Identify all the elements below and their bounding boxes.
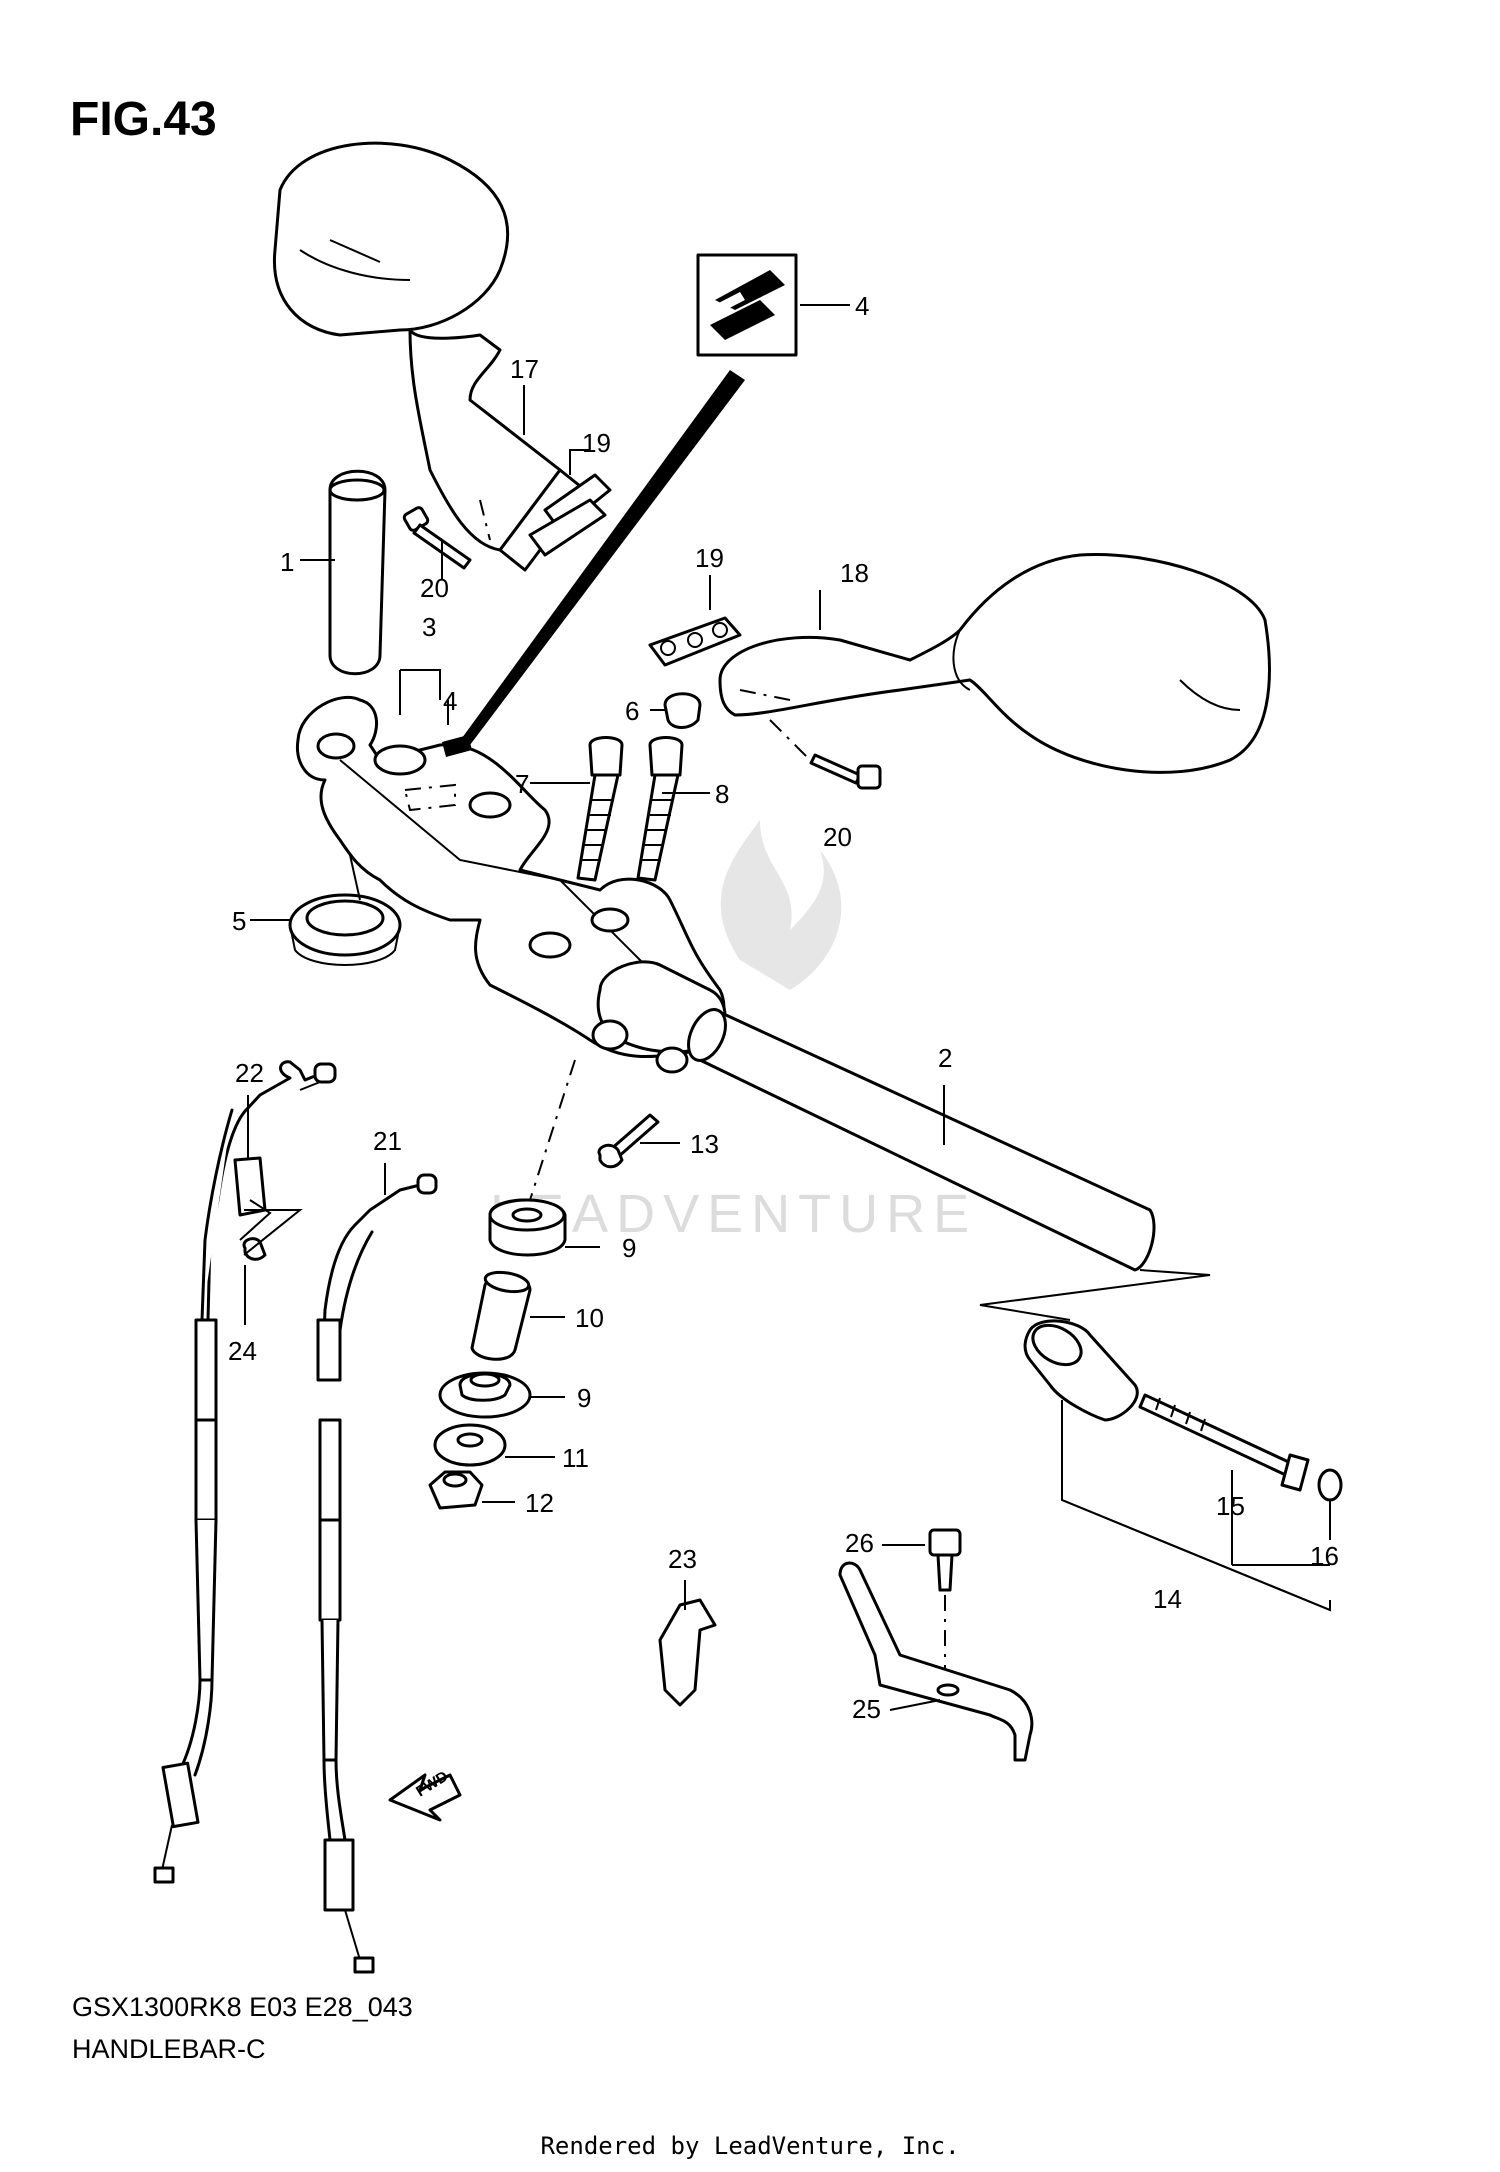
right-mirror-gasket [648,616,742,667]
callout-21: 21 [373,1126,402,1156]
leader-lines [243,304,1331,1711]
rubber-damper-upper [488,1198,567,1257]
callout-24: 24 [228,1336,257,1366]
callout-1: 1 [280,547,294,577]
spacer-collar [470,1270,532,1361]
callout-9-lower: 9 [577,1383,591,1413]
callout-26: 26 [845,1528,874,1558]
clamp-bolt [597,1113,660,1169]
callout-16: 16 [1310,1541,1339,1571]
left-mirror-gasket [528,473,612,557]
handlebar-break-line [979,1269,1211,1321]
callout-11: 11 [562,1443,589,1473]
top-bridge-bolt-1 [576,736,624,882]
cable-clamp [233,1156,272,1261]
damper-washer [433,1423,507,1467]
footer-credit: Rendered by LeadVenture, Inc. [540,2132,960,2160]
bar-end-washer [1317,1468,1343,1502]
right-mirror [718,552,1271,774]
cable-bracket [838,1561,1034,1762]
figure-title: FIG.43 [70,93,217,146]
callout-22: 22 [235,1058,264,1088]
left-mirror [272,141,587,572]
watermark: LEADVENTURE [490,820,977,1244]
callout-6: 6 [625,696,639,726]
small-emblem-decal [442,735,472,757]
throttle-cable-return [316,1173,438,1974]
suzuki-emblem-decal [696,253,798,357]
callout-18: 18 [840,558,869,588]
callout-17: 17 [510,354,539,384]
callout-2: 2 [938,1043,952,1073]
callout-4-small-decal: 4 [443,686,457,716]
mirror-bolt-right [769,719,882,790]
steering-stem-seal [288,854,402,966]
callout-8: 8 [715,779,729,809]
callout-4-emblem: 4 [855,291,869,321]
handlebar-pipe [687,1008,1156,1272]
bar-end-weight [1023,1319,1139,1422]
callout-10: 10 [575,1303,604,1333]
bracket-bolt [928,1528,962,1680]
mount-nut [428,1470,484,1510]
callout-20-left: 20 [420,573,449,603]
callout-7: 7 [515,769,529,799]
callout-labels: 1 2 3 4 4 5 6 7 8 9 9 10 11 12 13 14 15 … [228,291,1339,1724]
mount-axis-line [529,1059,576,1201]
callout-5: 5 [232,906,246,936]
callout-20-right: 20 [823,822,852,852]
cable-holder-clip [658,1598,717,1707]
bar-end-screw [1138,1393,1310,1492]
callout-12: 12 [525,1488,554,1518]
rubber-damper-lower [438,1371,532,1419]
callout-25: 25 [852,1694,881,1724]
callout-9-upper: 9 [622,1233,636,1263]
callout-15: 15 [1216,1491,1245,1521]
section-name: HANDLEBAR-C [72,2034,266,2064]
callout-19-right: 19 [695,543,724,573]
forward-direction-arrow: FWD [388,1768,462,1822]
handlebar-grip [328,469,387,676]
watermark-text: LEADVENTURE [490,1184,977,1244]
callout-19-left: 19 [582,428,611,458]
decal-location-arrow [462,370,745,745]
callout-13: 13 [690,1129,719,1159]
callout-3: 3 [422,612,436,642]
top-bridge-bolt-2 [636,736,684,882]
model-code: GSX1300RK8 E03 E28_043 [72,1992,413,2022]
bolt-cap [663,692,702,729]
callout-23: 23 [668,1544,697,1574]
callout-14: 14 [1153,1584,1182,1614]
